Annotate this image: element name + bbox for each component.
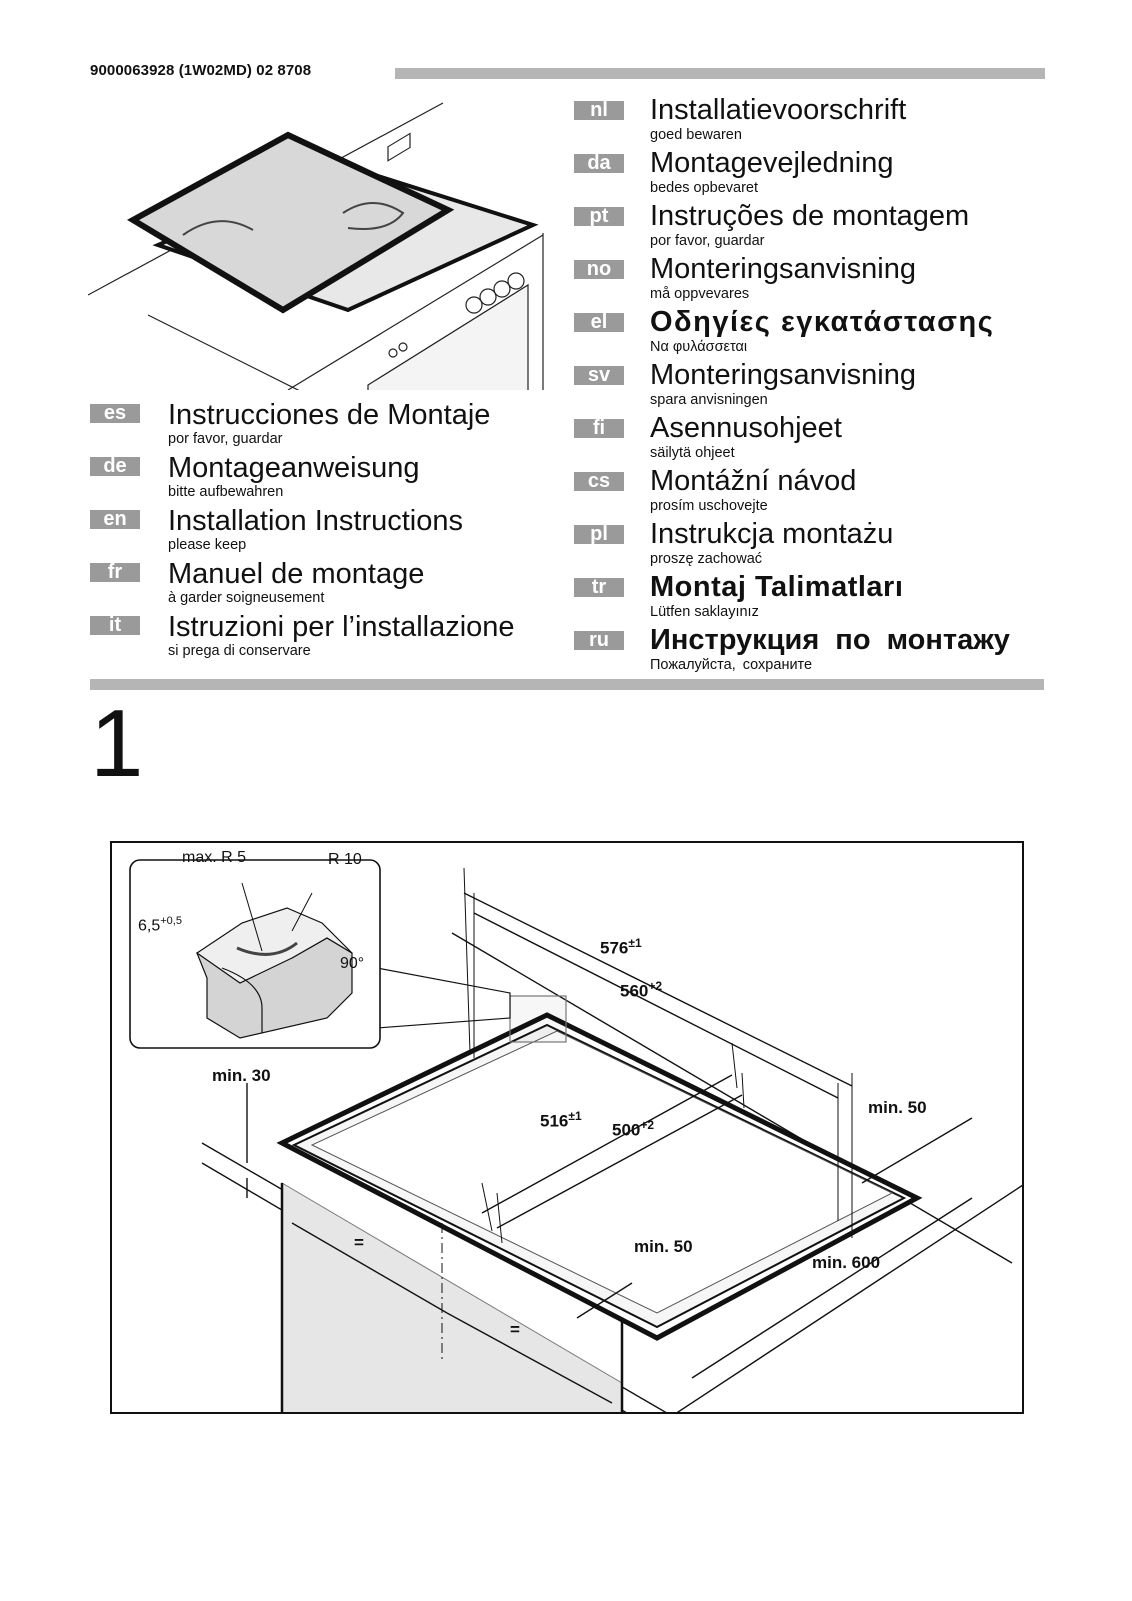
lang-title-ru: Инструкция по монтажу [650,624,1010,656]
dim-500-label: 500+2 [612,1118,654,1141]
diagram-drawing [129,859,1022,1412]
lang-sub-sv: spara anvisningen [650,392,768,408]
lang-sub-el: Να φυλάσσεται [650,339,748,355]
lang-title-cs: Montážní návod [650,465,857,497]
equal-spacing-left: = [354,1233,364,1252]
hob-illustration [88,102,544,390]
lang-title-it: Istruzioni per l’installazione [168,611,515,643]
detail-thickness-tolerance: +0,5 [160,915,182,927]
lang-sub-fi: säilytä ohjeet [650,445,735,461]
dim-560-label: 560+2 [620,979,662,1002]
dim-500-tolerance: +2 [640,1118,655,1132]
lang-sub-de: bitte aufbewahren [168,484,284,500]
lang-sub-fr: à garder soigneusement [168,590,325,606]
detail-thickness-label: 6,5+0,5 [138,915,182,935]
lang-sub-pl: proszę zachować [650,551,763,567]
lang-badge-en: en [90,509,140,529]
lang-badge-it: it [90,615,140,635]
dim-560-tolerance: +2 [648,979,663,993]
lang-sub-tr: Lütfen saklayınız [650,604,759,620]
min-50-front-label: min. 50 [634,1237,693,1256]
lang-badge-fi: fi [574,418,624,438]
lang-badge-el: el [574,312,624,332]
lang-title-sv: Monteringsanvisning [650,359,916,391]
lang-badge-de: de [90,456,140,476]
lang-sub-pt: por favor, guardar [650,233,765,249]
lang-sub-it: si prega di conservare [168,643,311,659]
lang-badge-ru: ru [574,630,624,650]
step-number: 1 [90,690,144,797]
installation-diagram: max. R 5 R 10 6,5+0,5 90° 576±1 560+2 51… [110,841,1024,1414]
lang-title-de: Montageanweisung [168,452,420,484]
section-rule [90,679,1044,690]
equal-spacing-right: = [510,1320,520,1339]
dim-576-value: 576 [600,938,629,958]
lang-title-pl: Instrukcja montażu [650,518,894,550]
detail-max-radius-label: max. R 5 [182,849,247,866]
dim-516-value: 516 [540,1111,569,1131]
detail-angle-label: 90° [340,955,365,972]
dim-560-value: 560 [620,981,649,1001]
min-50-right-label: min. 50 [868,1098,927,1117]
lang-sub-ru: Пожалуйста, сохраните [650,657,813,673]
edge-detail-inset [129,859,381,1049]
detail-thickness-value: 6,5 [138,917,161,935]
lang-title-tr: Montaj Talimatları [650,571,904,603]
lang-sub-cs: prosím uschovejte [650,498,768,514]
lang-badge-da: da [574,153,624,173]
lang-title-el: Οδηγίες εγκατάστασης [650,306,995,338]
dim-576-label: 576±1 [600,936,642,959]
lang-badge-es: es [90,403,140,423]
dim-576-tolerance: ±1 [628,936,642,950]
lang-badge-fr: fr [90,562,140,582]
lang-title-es: Instrucciones de Montaje [168,399,491,431]
lang-title-fi: Asennusohjeet [650,412,842,444]
lang-sub-nl: goed bewaren [650,127,742,143]
lang-badge-sv: sv [574,365,624,385]
lang-badge-nl: nl [574,100,624,120]
min-30-label: min. 30 [212,1066,271,1085]
min-600-label: min. 600 [812,1253,881,1272]
dim-500-value: 500 [612,1120,641,1140]
detail-radius-10-label: R 10 [328,851,362,868]
lang-title-nl: Installatievoorschrift [650,94,907,126]
lang-sub-es: por favor, guardar [168,431,283,447]
lang-title-fr: Manuel de montage [168,558,425,590]
dim-516-label: 516±1 [540,1109,582,1132]
lang-title-no: Monteringsanvisning [650,253,916,285]
lang-badge-pt: pt [574,206,624,226]
lang-sub-no: må oppvevares [650,286,750,302]
lang-title-da: Montagevejledning [650,147,894,179]
lang-badge-tr: tr [574,577,624,597]
lang-badge-cs: cs [574,471,624,491]
dim-516-tolerance: ±1 [568,1109,582,1123]
lang-sub-en: please keep [168,537,247,553]
lang-title-pt: Instruções de montagem [650,200,970,232]
lang-badge-no: no [574,259,624,279]
lang-sub-da: bedes opbevaret [650,180,759,196]
lang-title-en: Installation Instructions [168,505,463,537]
header-rule [395,68,1045,79]
lang-badge-pl: pl [574,524,624,544]
document-code: 9000063928 (1W02MD) 02 8708 [90,62,312,79]
